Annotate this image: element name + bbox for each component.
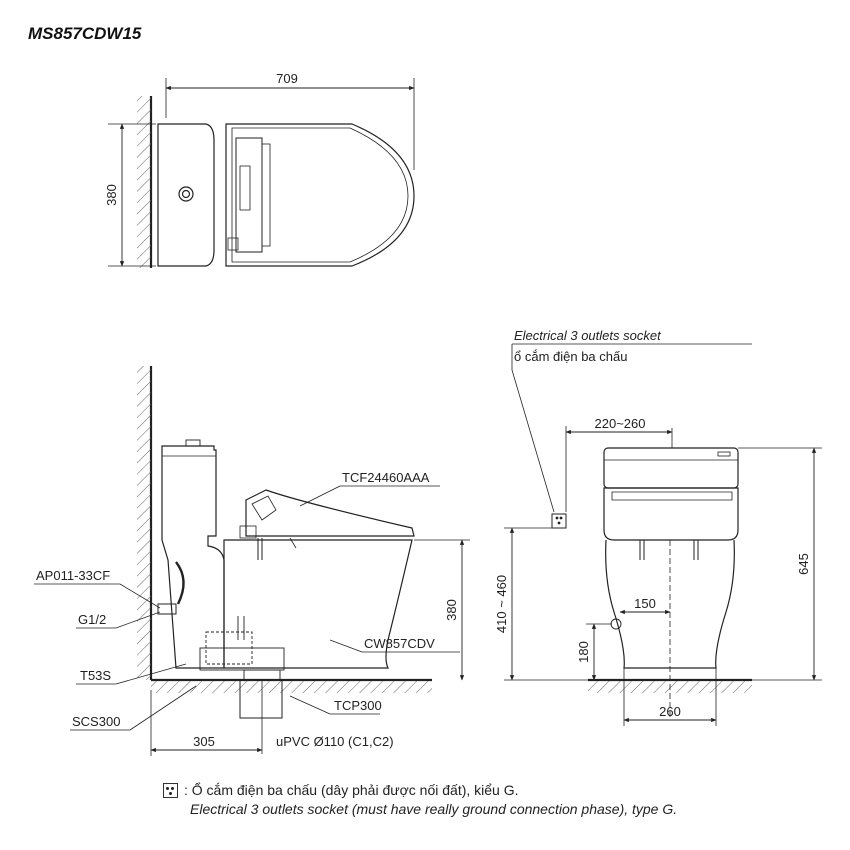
top-view xyxy=(108,78,415,268)
front-inlet-height-dim: 180 xyxy=(576,641,591,663)
label-seat: TCF24460AAA xyxy=(342,470,430,485)
side-view xyxy=(34,366,470,756)
legend-text-en: Electrical 3 outlets socket (must have r… xyxy=(190,801,678,817)
front-view xyxy=(504,343,822,726)
label-bolt: T53S xyxy=(80,668,111,683)
label-valve: AP011-33CF xyxy=(36,568,110,583)
socket-icon xyxy=(555,516,563,525)
legend: : Ổ cắm điện ba chấu (dây phải được nối … xyxy=(163,781,677,819)
socket-label-vi: ổ cắm điện ba chấu xyxy=(514,349,627,364)
front-base-width-dim: 260 xyxy=(659,704,681,719)
side-rough-in-dim: 305 xyxy=(193,734,215,749)
label-bowl: CW857CDV xyxy=(364,636,435,651)
legend-socket-icon xyxy=(163,783,178,798)
front-socket-offset-dim: 220~260 xyxy=(595,416,646,431)
side-bowl-height-dim: 380 xyxy=(444,599,459,621)
top-width-dim: 709 xyxy=(276,71,298,86)
legend-text-vi: : Ổ cắm điện ba chấu (dây phải được nối … xyxy=(184,782,519,798)
front-inlet-offset-dim: 150 xyxy=(634,596,656,611)
legend-row-vi: : Ổ cắm điện ba chấu (dây phải được nối … xyxy=(163,781,677,800)
label-pipe-adapter: TCP300 xyxy=(334,698,382,713)
socket-label-en: Electrical 3 outlets socket xyxy=(514,328,662,343)
top-depth-dim: 380 xyxy=(104,184,119,206)
label-pipe: uPVC Ø110 (C1,C2) xyxy=(276,734,394,749)
front-socket-height-dim: 410 ~ 460 xyxy=(494,575,509,633)
label-flange: SCS300 xyxy=(72,714,120,729)
page-title: MS857CDW15 xyxy=(28,24,142,43)
label-inlet: G1/2 xyxy=(78,612,106,627)
front-total-height-dim: 645 xyxy=(796,553,811,575)
